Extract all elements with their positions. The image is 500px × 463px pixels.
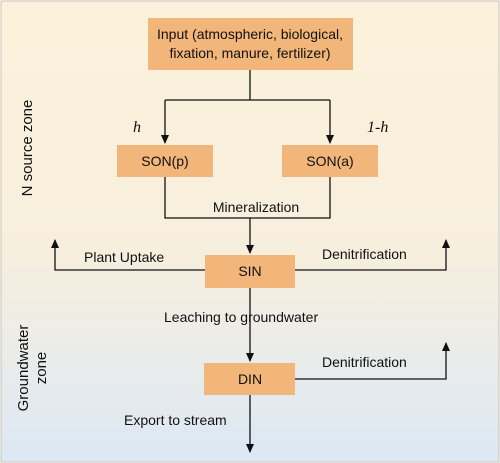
edge-label-denitrification-top: Denitrification [322, 246, 407, 262]
input-node [148, 18, 353, 70]
edge-label-leaching: Leaching to groundwater [164, 309, 318, 325]
arrow-plant-uptake [51, 239, 205, 271]
zone-label-groundwater-2: zone [33, 352, 50, 385]
sin-node [205, 255, 295, 288]
din-node-label: DIN [238, 371, 262, 387]
input-node-label-line1: Input (atmospheric, biological, [157, 26, 343, 42]
input-node-label-line2: fixation, manure, fertilizer) [169, 45, 330, 61]
son-p-node [117, 145, 213, 177]
son-a-node-label: SON(a) [306, 153, 353, 169]
son-a-node [282, 145, 378, 177]
zone-label-source: N source zone [19, 100, 36, 197]
fraction-label-one-minus-h: 1-h [367, 119, 388, 136]
edge-label-mineralization: Mineralization [213, 199, 299, 215]
arrow-denitrification-bottom [295, 342, 450, 380]
son-p-node-label: SON(p) [141, 153, 188, 169]
edge-label-export: Export to stream [124, 412, 227, 428]
sin-node-label: SIN [238, 263, 261, 279]
edge-label-denitrification-bottom: Denitrification [322, 354, 407, 370]
son-p-to-merge-connector [164, 177, 331, 219]
fraction-label-h: h [133, 119, 141, 136]
arrow-denitrification-top [295, 239, 450, 271]
zone-label-groundwater-1: Groundwater [15, 325, 32, 412]
edge-label-plant-uptake: Plant Uptake [84, 249, 164, 265]
din-node [204, 363, 295, 395]
